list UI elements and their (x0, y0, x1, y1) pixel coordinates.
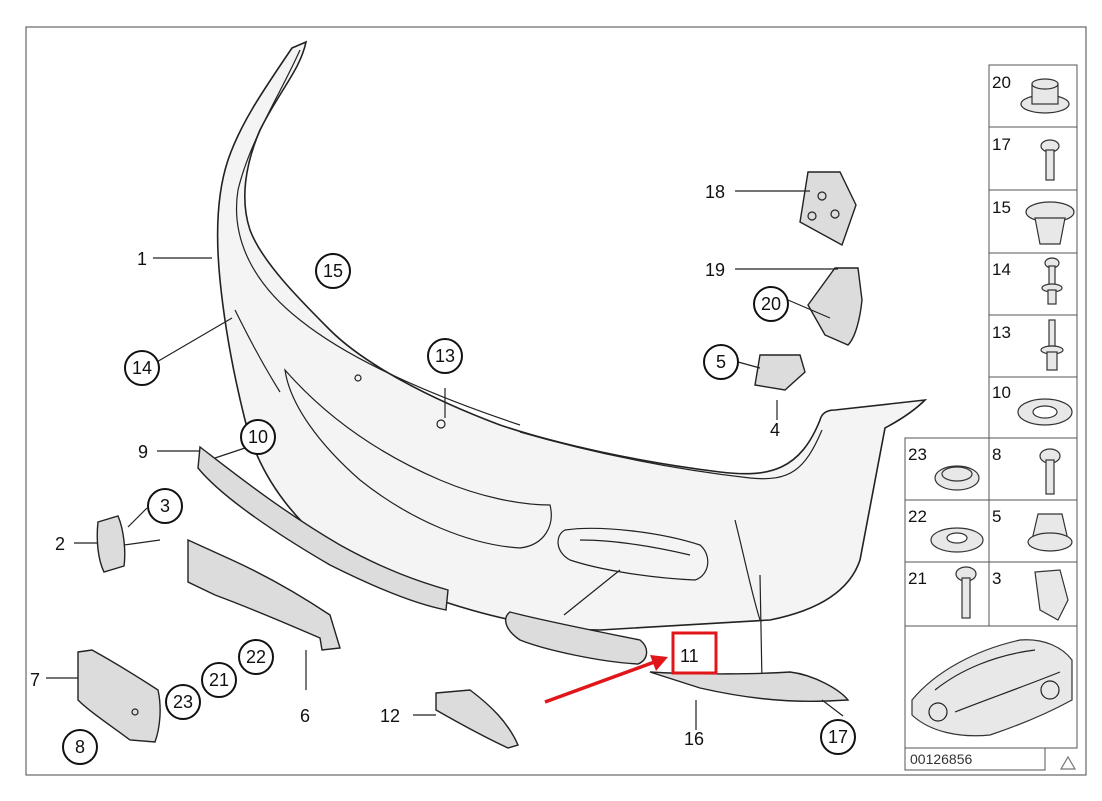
screw-8-icon (1039, 448, 1061, 495)
grille-insert[interactable] (504, 611, 648, 665)
panel-label-20: 20 (992, 73, 1011, 92)
bracket-18[interactable] (799, 171, 857, 247)
panel-label-5: 5 (992, 507, 1001, 526)
front-splitter[interactable] (649, 671, 850, 703)
callout-6: 6 (300, 706, 310, 726)
callout-3-circle: 3 (147, 488, 183, 524)
arrowhead-icon (650, 655, 668, 671)
highlight-annotation (544, 631, 718, 704)
license-plate-bracket[interactable] (77, 649, 161, 743)
callout-17-circle: 17 (820, 719, 856, 755)
diagram-number: 00126856 (910, 751, 973, 767)
svg-text:14: 14 (132, 358, 152, 378)
triangle-icon (1059, 755, 1077, 770)
callout-12: 12 (380, 706, 400, 726)
cover-flap[interactable] (435, 689, 519, 749)
rivet-14-icon (1041, 257, 1063, 305)
svg-text:21: 21 (209, 670, 229, 690)
circled-callouts: 15 14 13 10 3 22 21 23 8 20 5 17 (62, 253, 856, 765)
callout-4: 4 (770, 420, 780, 440)
svg-text:3: 3 (160, 496, 170, 516)
bracket-5[interactable] (754, 354, 806, 391)
callout-5-circle: 5 (703, 344, 739, 380)
hardware-panel: 20 17 15 14 13 10 23 8 22 5 21 3 (904, 64, 1078, 771)
car-thumbnail (911, 639, 1073, 737)
panel-label-17: 17 (992, 135, 1011, 154)
svg-text:22: 22 (246, 647, 266, 667)
rivet-13-icon (1040, 319, 1064, 371)
panel-label-8: 8 (992, 445, 1001, 464)
callout-7: 7 (30, 670, 40, 690)
panel-label-13: 13 (992, 323, 1011, 342)
callout-11: 11 (680, 646, 699, 666)
panel-label-3: 3 (992, 569, 1001, 588)
panel-label-15: 15 (992, 198, 1011, 217)
lock-washer-10-icon (1017, 398, 1073, 426)
svg-text:5: 5 (716, 352, 726, 372)
svg-text:8: 8 (75, 737, 85, 757)
bumper-cover[interactable] (216, 40, 928, 683)
callout-2: 2 (55, 534, 65, 554)
cap-nut-5-icon (1027, 513, 1073, 552)
callout-14-circle: 14 (124, 350, 160, 386)
svg-text:17: 17 (828, 727, 848, 747)
washer-22-icon (930, 527, 984, 553)
screw-21-icon (955, 566, 977, 619)
callout-19: 19 (705, 260, 725, 280)
nut-20-icon (1020, 78, 1070, 114)
callout-8-circle: 8 (62, 729, 98, 765)
callout-9: 9 (138, 442, 148, 462)
panel-label-21: 21 (908, 569, 927, 588)
callout-21-circle: 21 (201, 662, 237, 698)
callout-20-circle: 20 (753, 286, 789, 322)
svg-text:23: 23 (173, 692, 193, 712)
callout-1: 1 (137, 249, 147, 269)
svg-text:15: 15 (323, 261, 343, 281)
callout-16: 16 (684, 729, 704, 749)
spring-clip-3-icon (1034, 569, 1069, 621)
highlight-arrow (544, 658, 661, 704)
clip-15-icon (1025, 201, 1075, 245)
highlight-box (671, 631, 718, 675)
callout-labels: 1 9 2 7 6 12 16 4 18 19 11 (30, 182, 780, 749)
grommet-23-icon (934, 465, 980, 491)
lower-trim-strip[interactable] (197, 445, 449, 611)
tow-eye-cover[interactable] (96, 515, 161, 573)
panel-label-10: 10 (992, 383, 1011, 402)
svg-text:10: 10 (248, 427, 268, 447)
svg-text:13: 13 (435, 346, 455, 366)
callout-13-circle: 13 (427, 338, 463, 374)
callout-23-circle: 23 (165, 684, 201, 720)
panel-label-23: 23 (908, 445, 927, 464)
callout-10-circle: 10 (240, 419, 276, 455)
leader-lines (46, 190, 844, 730)
license-plate-base[interactable] (187, 538, 341, 651)
svg-text:20: 20 (761, 294, 781, 314)
panel-label-14: 14 (992, 260, 1011, 279)
callout-15-circle: 15 (315, 253, 351, 289)
callout-22-circle: 22 (238, 639, 274, 675)
bracket-19[interactable] (807, 267, 863, 346)
panel-label-22: 22 (908, 507, 927, 526)
callout-18: 18 (705, 182, 725, 202)
screw-17-icon (1040, 139, 1060, 181)
